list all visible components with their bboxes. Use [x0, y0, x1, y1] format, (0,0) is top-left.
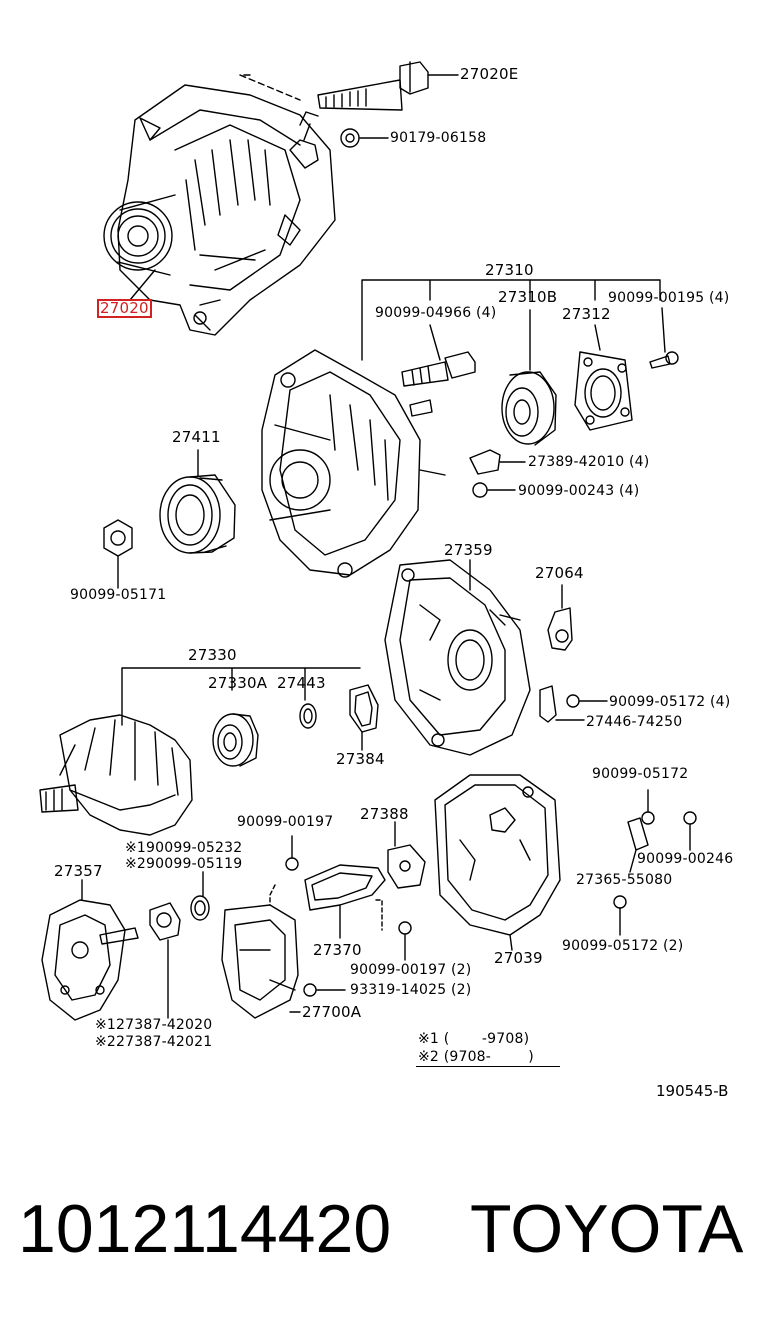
gasket-27384-drawing [349, 684, 379, 751]
label-27359: 27359 [444, 541, 493, 559]
nut-05171-drawing [103, 519, 133, 589]
note-1-applicability: ※1 ( -9708) [418, 1031, 530, 1047]
rectifier-end-frame-drawing [384, 559, 531, 756]
label-27384: 27384 [336, 750, 385, 768]
label-90099-04966: 90099-04966 (4) [375, 305, 497, 321]
terminal-insulator-27388-drawing [387, 821, 426, 889]
rear-cover-27039-drawing [434, 774, 561, 951]
insulator-27446-drawing [539, 685, 585, 723]
nut-05172-4-drawing [566, 694, 608, 708]
ring-27443-drawing [299, 703, 317, 729]
label-90099-00246: 90099-00246 [637, 851, 734, 867]
label-27020e: 27020E [460, 65, 519, 83]
nut-90179-drawing [340, 128, 389, 148]
label-90099-00243: 90099-00243 (4) [518, 483, 640, 499]
part-number-text: 1012114420 [18, 1191, 392, 1267]
screw-00197-drawing [285, 835, 299, 871]
rectifier-holder-27357-drawing [41, 879, 139, 1021]
diagram-reference-number: 190545-B [656, 1082, 729, 1100]
label-27370: 27370 [313, 941, 362, 959]
label-93319-14025: 93319-14025 (2) [350, 982, 472, 998]
label-27312: 27312 [562, 305, 611, 323]
pulley-27411-drawing [159, 449, 236, 554]
label-27310b: 27310B [498, 288, 558, 306]
label-27330: 27330 [188, 646, 237, 664]
regulator-27700a-drawing [221, 884, 383, 1019]
brush-holder-27370-drawing [304, 864, 386, 939]
bearing-27310b-drawing [501, 309, 557, 446]
long-bolt-drawing [239, 61, 459, 111]
label-27039: 27039 [494, 949, 543, 967]
label-90099-05232: ※190099-05232 [125, 840, 243, 856]
label-27020-highlighted[interactable]: 27020 [97, 299, 152, 318]
label-27365-55080: 27365-55080 [576, 872, 673, 888]
label-90099-05172: 90099-05172 [592, 766, 689, 782]
screw-00243-drawing [472, 482, 516, 498]
label-90099-05172-2: 90099-05172 (2) [562, 938, 684, 954]
label-27387-42021: ※227387-42021 [95, 1034, 213, 1050]
cover-27064-drawing [547, 584, 573, 651]
screw-00195-drawing [649, 307, 679, 369]
clip-27389-drawing [469, 449, 526, 475]
label-27387-42020: ※127387-42020 [95, 1017, 213, 1033]
label-27700a: 27700A [302, 1003, 362, 1021]
label-90099-05172-4: 90099-05172 (4) [609, 694, 731, 710]
retainer-plate-drawing [574, 324, 633, 431]
brand-name-text: TOYOTA [470, 1191, 744, 1267]
label-90099-00197: 90099-00197 [237, 814, 334, 830]
label-27064: 27064 [535, 564, 584, 582]
screw-00197-2-drawing [398, 921, 412, 961]
label-90099-05119: ※290099-05119 [125, 856, 243, 872]
label-27411: 27411 [172, 428, 221, 446]
drive-end-frame-drawing [261, 349, 446, 578]
ring-05119-drawing [190, 871, 210, 921]
label-90179-06158: 90179-06158 [390, 130, 487, 146]
label-27330a: 27330A [208, 674, 268, 692]
label-27446-74250: 27446-74250 [586, 714, 683, 730]
label-27310: 27310 [485, 261, 534, 279]
terminal-27365-drawing [613, 789, 697, 936]
note-underline [416, 1066, 560, 1067]
note-2-applicability: ※2 (9708- ) [418, 1049, 534, 1065]
label-27357: 27357 [54, 862, 103, 880]
bearing-27330a-drawing [212, 713, 259, 767]
label-90099-00197-2: 90099-00197 (2) [350, 962, 472, 978]
exploded-parts-diagram [39, 61, 697, 1021]
washer-93319-drawing [303, 983, 346, 997]
stud-bolt-drawing [401, 324, 476, 387]
bushing-27387-drawing [149, 902, 181, 1019]
label-27443: 27443 [277, 674, 326, 692]
label-27389-42010: 27389-42010 (4) [528, 454, 650, 470]
label-27388: 27388 [360, 805, 409, 823]
label-90099-05171: 90099-05171 [70, 587, 167, 603]
label-90099-00195: 90099-00195 (4) [608, 290, 730, 306]
rotor-27330-drawing [39, 667, 361, 836]
alternator-assembly-drawing [103, 84, 336, 336]
